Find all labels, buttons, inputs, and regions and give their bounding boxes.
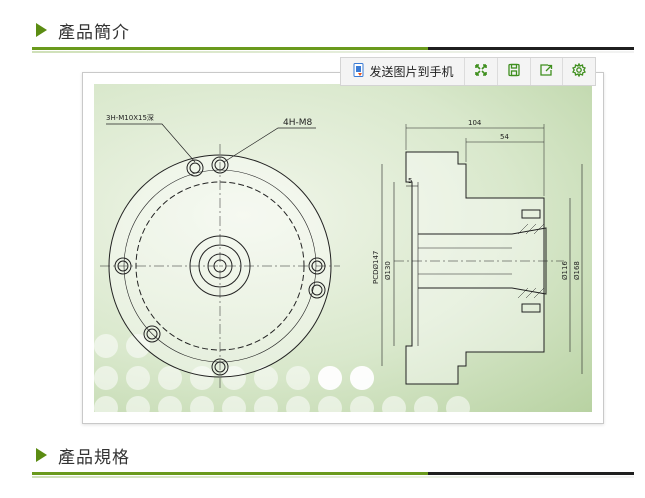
dim-body-dia: Ø116	[561, 261, 569, 280]
header-rule-shadow	[32, 476, 634, 478]
header-rule-dark	[428, 472, 634, 475]
send-to-phone-label: 发送图片到手机	[369, 65, 454, 79]
thread-note-2: 4H-M8	[283, 118, 313, 128]
dim-partial-length: 54	[500, 133, 509, 141]
dim-outer-dia: Ø168	[573, 261, 581, 280]
save-icon	[507, 62, 521, 81]
fullscreen-button[interactable]	[465, 58, 498, 85]
share-button[interactable]	[531, 58, 564, 85]
dim-pcd: PCDØ147	[372, 251, 380, 284]
save-button[interactable]	[498, 58, 531, 85]
thread-note-1: 3H-M10X15深	[106, 113, 154, 122]
header-rule-green	[32, 472, 428, 475]
dim-overall-length: 104	[468, 119, 482, 127]
side-view	[381, 124, 583, 385]
header-rule-shadow	[32, 51, 634, 53]
dim-flange-thickness: 5	[408, 177, 412, 185]
product-image-frame: 3H-M10X15深 4H-M8	[82, 72, 604, 424]
settings-button[interactable]	[563, 58, 595, 85]
section-title-spec: 產品規格	[58, 448, 130, 468]
dim-pilot-dia: Ø130	[384, 261, 392, 280]
section-title-intro: 產品簡介	[58, 23, 130, 43]
section-header-spec: 產品規格	[0, 437, 645, 478]
fullscreen-icon	[474, 62, 488, 81]
triangle-arrow-icon	[36, 448, 47, 462]
share-icon	[539, 62, 553, 81]
phone-send-icon	[352, 63, 366, 80]
front-view	[100, 123, 340, 388]
section-header-intro: 產品簡介	[0, 12, 645, 53]
triangle-arrow-icon	[36, 23, 47, 37]
settings-icon	[572, 62, 587, 81]
technical-drawing: 3H-M10X15深 4H-M8	[94, 113, 583, 412]
send-to-phone-button[interactable]: 发送图片到手机	[341, 58, 466, 85]
image-toolbar: 发送图片到手机	[340, 57, 596, 86]
header-rule-green	[32, 47, 428, 50]
header-rule-dark	[428, 47, 634, 50]
product-drawing-image[interactable]: 3H-M10X15深 4H-M8	[94, 84, 592, 412]
